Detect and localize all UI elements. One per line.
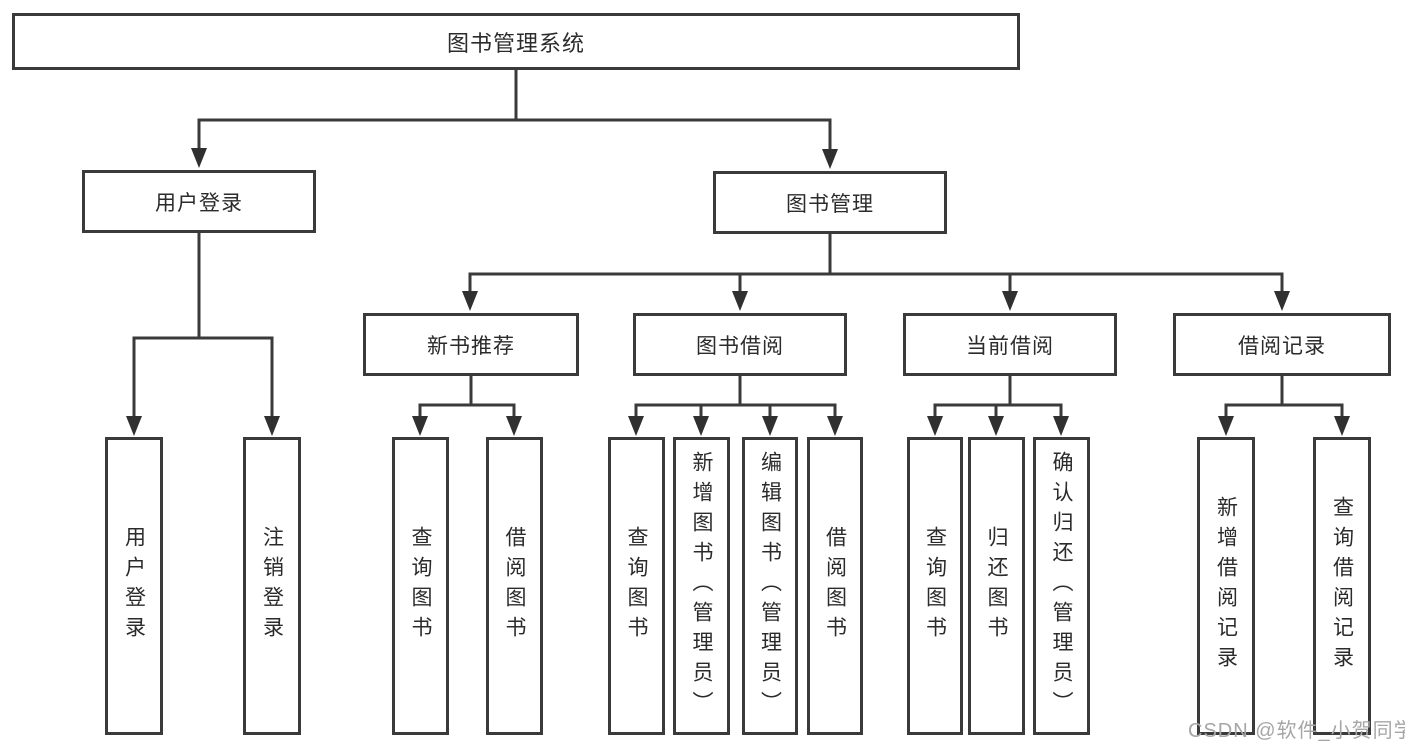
node-book-borrowing-label: 图书借阅 — [696, 334, 784, 358]
arrowhead-icon — [988, 416, 1004, 436]
arrowhead-icon — [264, 416, 280, 436]
arrowhead-icon — [506, 416, 522, 436]
arrowhead-icon — [693, 416, 709, 436]
node-current-borrowing-label: 当前借阅 — [966, 334, 1054, 358]
node-book-management: 图书管理 — [713, 171, 947, 234]
leaf-logout: 注销登录 — [243, 437, 301, 735]
arrowhead-icon — [1218, 416, 1234, 436]
arrowhead-icon — [927, 416, 943, 436]
leaf-query-books-current-label: 查询图书 — [923, 526, 947, 646]
node-root-label: 图书管理系统 — [446, 30, 585, 56]
leaf-add-borrow-record: 新增借阅记录 — [1197, 437, 1255, 735]
arrowhead-icon — [1274, 291, 1290, 311]
arrowhead-icon — [827, 416, 843, 436]
node-borrowing-records-label: 借阅记录 — [1238, 334, 1326, 358]
leaf-logout-label: 注销登录 — [260, 526, 284, 646]
node-root: 图书管理系统 — [12, 13, 1020, 70]
leaf-query-books-recommend-label: 查询图书 — [409, 526, 432, 646]
arrowhead-icon — [732, 291, 748, 311]
leaf-return-book: 归还图书 — [968, 437, 1025, 735]
leaf-query-borrow-record: 查询借阅记录 — [1313, 437, 1371, 735]
leaf-edit-book-admin: 编辑图书（管理员） — [742, 437, 798, 735]
leaf-borrow-books-borrowing: 借阅图书 — [807, 437, 863, 735]
arrowhead-icon — [1053, 416, 1069, 436]
leaf-user-login-label: 用户登录 — [122, 526, 146, 646]
leaf-borrow-books-recommend-label: 借阅图书 — [503, 526, 526, 646]
leaf-add-book-admin: 新增图书（管理员） — [673, 437, 730, 735]
arrowhead-icon — [628, 416, 644, 436]
node-borrowing-records: 借阅记录 — [1173, 313, 1391, 376]
watermark: CSDN @软件_小贺同学 — [1188, 714, 1405, 743]
node-new-book-recommendation-label: 新书推荐 — [427, 334, 515, 358]
watermark-text: CSDN @软件_小贺同学 — [1188, 720, 1405, 742]
node-current-borrowing: 当前借阅 — [903, 313, 1117, 376]
arrowhead-icon — [822, 149, 838, 169]
leaf-confirm-return-admin: 确认归还（管理员） — [1033, 437, 1090, 735]
leaf-add-book-admin-label: 新增图书（管理员） — [690, 451, 713, 721]
leaf-query-books-borrowing-label: 查询图书 — [625, 526, 648, 646]
leaf-borrow-books-borrowing-label: 借阅图书 — [823, 526, 847, 646]
leaf-query-books-borrowing: 查询图书 — [608, 437, 665, 735]
leaf-user-login: 用户登录 — [105, 437, 163, 735]
leaf-return-book-label: 归还图书 — [985, 526, 1008, 646]
arrowhead-icon — [191, 148, 207, 168]
arrowhead-icon — [412, 416, 428, 436]
arrowhead-icon — [1334, 416, 1350, 436]
node-book-borrowing: 图书借阅 — [633, 313, 847, 376]
leaf-query-borrow-record-label: 查询借阅记录 — [1330, 496, 1354, 676]
node-user-login-label: 用户登录 — [155, 191, 243, 215]
node-book-management-label: 图书管理 — [786, 192, 874, 216]
arrowhead-icon — [1002, 291, 1018, 311]
arrowhead-icon — [462, 291, 478, 311]
leaf-query-books-current: 查询图书 — [907, 437, 963, 735]
arrowhead-icon — [126, 416, 142, 436]
node-user-login: 用户登录 — [82, 170, 316, 233]
arrowhead-icon — [762, 416, 778, 436]
leaf-borrow-books-recommend: 借阅图书 — [486, 437, 543, 735]
node-new-book-recommendation: 新书推荐 — [363, 313, 579, 376]
leaf-query-books-recommend: 查询图书 — [392, 437, 449, 735]
leaf-edit-book-admin-label: 编辑图书（管理员） — [758, 451, 782, 721]
leaf-confirm-return-admin-label: 确认归还（管理员） — [1050, 451, 1073, 721]
leaf-add-borrow-record-label: 新增借阅记录 — [1214, 496, 1238, 676]
